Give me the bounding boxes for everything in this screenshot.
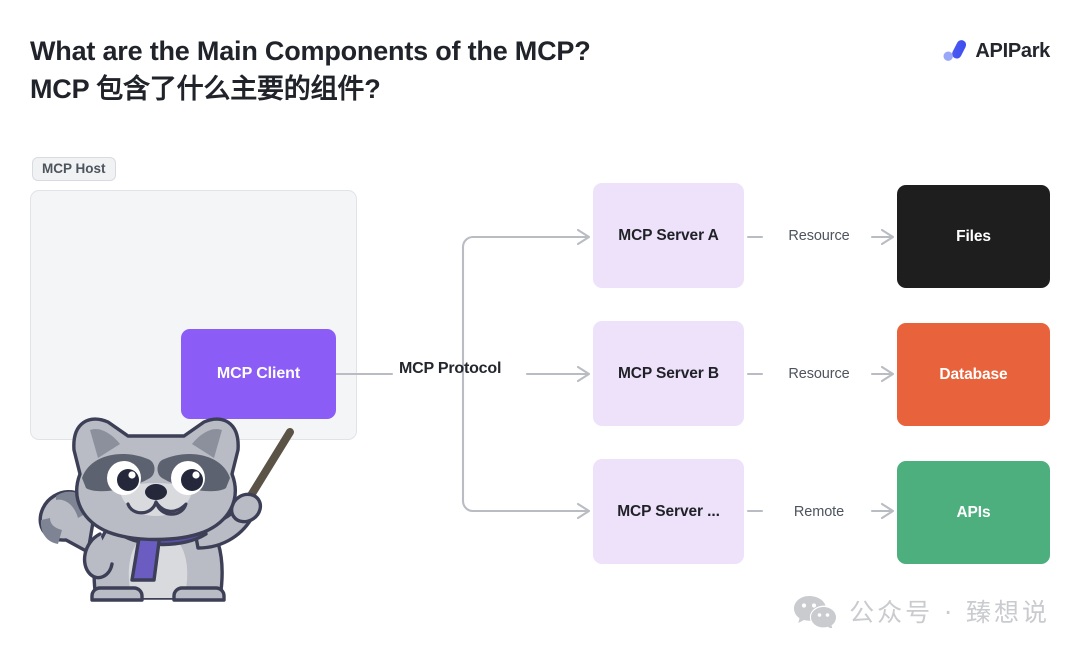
raccoon-pointer-mascot bbox=[38, 417, 294, 602]
edge-label-resource-files: Resource bbox=[788, 228, 850, 244]
resource-apis-node[interactable]: APIs bbox=[897, 461, 1050, 564]
resource-files-node[interactable]: Files bbox=[897, 185, 1050, 288]
apipark-logo-icon bbox=[943, 40, 967, 61]
apipark-logo-text: APIPark bbox=[975, 39, 1050, 62]
mcp-server-c-node[interactable]: MCP Server ... bbox=[593, 459, 744, 564]
title-line-en: What are the Main Components of the MCP? bbox=[30, 36, 591, 66]
resource-database-node[interactable]: Database bbox=[897, 323, 1050, 426]
mcp-client-node[interactable]: MCP Client bbox=[181, 329, 336, 419]
wechat-icon bbox=[794, 596, 837, 628]
mcp-host-badge: MCP Host bbox=[32, 157, 116, 181]
mcp-server-b-node[interactable]: MCP Server B bbox=[593, 321, 744, 426]
wechat-watermark: 公众号 · 臻想说 bbox=[794, 593, 1050, 629]
apipark-logo: APIPark bbox=[942, 38, 1050, 64]
page-title: What are the Main Components of the MCP?… bbox=[30, 32, 790, 109]
edge-label-remote-apis: Remote bbox=[793, 504, 845, 520]
watermark-text: 公众号 · 臻想说 bbox=[849, 598, 1050, 627]
mcp-server-a-node[interactable]: MCP Server A bbox=[593, 183, 744, 288]
title-line-zh: MCP 包含了什么主要的组件? bbox=[30, 74, 381, 105]
mcp-protocol-label: MCP Protocol bbox=[399, 360, 502, 377]
edge-label-resource-database: Resource bbox=[788, 366, 850, 382]
